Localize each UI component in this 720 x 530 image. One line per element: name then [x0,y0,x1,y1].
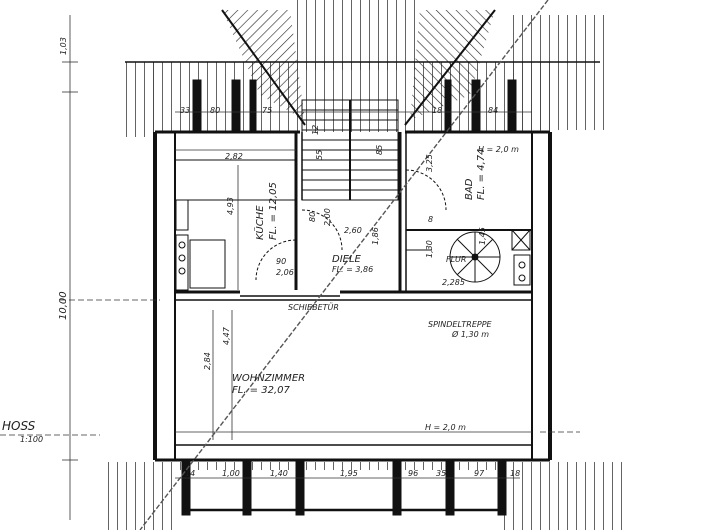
spiral-stair-label: SPINDELTREPPE [428,320,493,329]
dim-bottom-97: 97 [474,469,485,478]
spiral-staircase [449,231,501,283]
room-labels: KÜCHE FL. = 12,05 BAD FL. = 4,74 DIELE F… [2,145,519,444]
exterior-walls [153,79,552,516]
dim-top-band: 1,03 [59,37,68,55]
dim-bottom-96: 96 [408,469,418,478]
interior-walls [175,132,532,301]
dim-overall-height: 10,00 [58,291,69,320]
dim-hall-186: 1,86 [371,227,380,245]
dim-bottom-14: 14 [185,469,195,478]
dim-stair-85: 85 [375,145,384,155]
living-name: WOHNZIMMER [232,373,305,384]
dim-bath-325: 3,25 [425,154,434,172]
dim-living-447: 4,47 [222,326,231,345]
dim-stair-55: 55 [315,150,324,160]
stair-label: FLUR [446,255,466,264]
dim-door-200: 2,00 [323,208,332,226]
dim-bath-145: 1,45 [478,227,487,245]
dim-top-75: 75 [262,106,272,115]
dimension-labels: 1,03 10,00 80 33 75 18 84 12 55 85 2,82 … [58,37,520,478]
dim-kitchen-depth: 4,93 [226,197,235,215]
dim-stair-12: 12 [311,125,320,135]
bath-height: H = 2,0 m [478,145,519,154]
spiral-stair-dia: Ø 1,30 m [451,329,489,339]
kitchen-fixtures [175,199,226,291]
dim-bottom-100: 1,00 [222,469,240,478]
scale-label: 1:100 [20,435,43,444]
dim-bottom-18: 18 [510,469,520,478]
dim-top-84: 84 [488,106,498,115]
dim-bath-2285: 2,285 [442,278,465,287]
living-area: FL. = 32,07 [232,385,291,396]
living-height: H = 2,0 m [425,423,466,432]
dim-door-80: 80 [308,212,317,222]
dim-hall-260: 2,60 [344,226,362,235]
kitchen-name: KÜCHE [253,205,266,240]
dim-top-18: 18 [432,106,442,115]
dim-door-206: 2,06 [276,268,294,277]
straight-staircase [301,99,399,201]
dim-living-284: 2,84 [203,352,212,370]
diagonal-construction-line [139,0,549,530]
roof-hatch-top [125,0,605,137]
dim-bath-8: 8 [428,215,433,224]
hall-name: DIELE [332,254,362,265]
bath-area: FL. = 4,74 [476,148,487,200]
dim-door-90: 90 [276,257,286,266]
floor-name: HOSS [2,419,36,433]
roof-hatch-bottom [100,462,630,530]
hall-area: FL. = 3,86 [332,265,373,274]
bath-name: BAD [464,178,475,200]
dim-bottom-195: 1,95 [340,469,358,478]
dim-bottom-140: 1,40 [270,469,288,478]
dim-bottom-35: 35 [436,469,446,478]
kitchen-area: FL. = 12,05 [268,182,279,240]
dimension-lines [0,15,580,520]
bath-fixtures [511,229,531,286]
dim-bath-130: 1,30 [425,240,434,258]
dim-top-33: 33 [180,106,190,115]
sliding-door-label: SCHIEBETÜR [288,302,339,312]
dim-top-80: 80 [210,106,220,115]
dim-kitchen-width: 2,82 [225,152,243,161]
